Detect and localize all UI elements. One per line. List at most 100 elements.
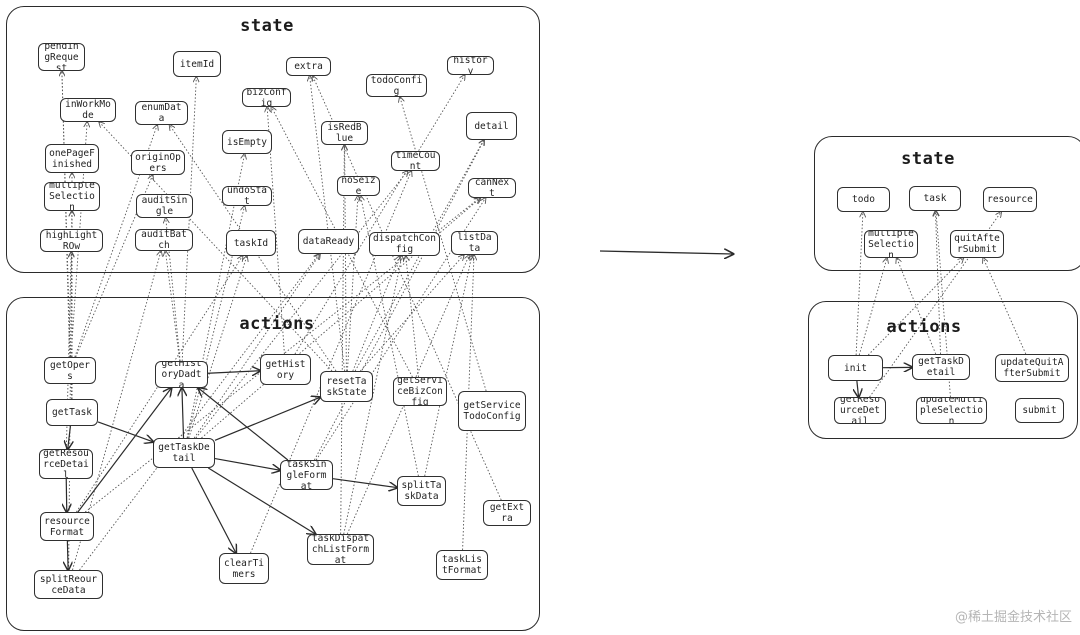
node-right-task: task bbox=[909, 186, 961, 211]
node-onePageFinished: onePageFinished bbox=[45, 144, 99, 173]
edge-getTaskDetail-dataReady bbox=[193, 254, 320, 439]
node-noSeize: noSeize bbox=[337, 176, 380, 196]
edge-clearTimers-timeCount bbox=[250, 171, 412, 554]
node-right-todo: todo bbox=[837, 187, 890, 212]
node-canNext: canNext bbox=[468, 178, 516, 198]
edge-splitReourceData-dataReady bbox=[79, 254, 319, 571]
node-listData: listData bbox=[451, 231, 498, 255]
node-getTaskDetail: getTaskDetail bbox=[153, 438, 215, 468]
transition-arrow bbox=[599, 251, 733, 254]
watermark: @稀土掘金技术社区 bbox=[954, 610, 1072, 625]
node-taskListFormat: taskListFormat bbox=[436, 550, 488, 580]
node-itemId: itemId bbox=[173, 51, 221, 77]
edge-getHistoryData-auditBatch bbox=[165, 251, 181, 362]
edge-getTaskDetail-taskId bbox=[188, 256, 247, 439]
edge-r-init-r-multipleSelection bbox=[858, 258, 887, 356]
node-bizConfig: bizConfig bbox=[242, 88, 291, 107]
node-getHistoryData: getHistoryDadta bbox=[155, 361, 208, 388]
edge-r-updateQuitAfterSubmit-r-quitAfterSubmit bbox=[983, 258, 1027, 355]
edge-getServiceBizConfig-dispatchConfig bbox=[406, 256, 419, 378]
call-edges bbox=[66, 367, 912, 570]
node-extra: extra bbox=[286, 57, 331, 76]
node-todoConfig: todoConfig bbox=[366, 74, 427, 97]
node-highLightROw: highLightROw bbox=[40, 229, 103, 252]
node-splitTaskData: splitTaskData bbox=[397, 476, 446, 506]
node-dispatchConfig: dispatchConfig bbox=[369, 232, 440, 256]
node-getExtra: getExtra bbox=[483, 500, 531, 526]
node-right-updateQuitAfterSubmit: updateQuitAfterSubmit bbox=[995, 354, 1069, 382]
edge-getTaskDetail-taskDispatchListFormat bbox=[208, 467, 315, 534]
edge-getTask-getTaskDetail bbox=[97, 421, 153, 442]
edge-r-init-r-todo bbox=[855, 212, 863, 356]
node-originOpers: originOpers bbox=[131, 150, 185, 175]
edge-splitTaskData-listData bbox=[424, 255, 472, 477]
edge-r-updateMultipleSelection-r-task bbox=[936, 211, 951, 398]
edge-r-init-r-quitAfterSubmit bbox=[867, 258, 963, 356]
node-isEmpty: isEmpty bbox=[222, 130, 272, 154]
node-right-multipleSelection: multipleSelection bbox=[864, 230, 918, 258]
node-getServiceBizConfig: getServiceBizConfig bbox=[393, 377, 447, 406]
edge-getOpers-enumData bbox=[74, 125, 157, 358]
node-right-getResourceDetail: getResourceDetail bbox=[834, 397, 886, 424]
node-getTask: getTask bbox=[46, 399, 98, 426]
node-multipleSelection: multipleSelection bbox=[44, 182, 100, 211]
node-enumData: enumData bbox=[135, 101, 188, 125]
edge-getTaskDetail-resetTaskState bbox=[214, 397, 320, 441]
edge-getTask-getResourceDetail bbox=[68, 425, 71, 449]
edge-resetTaskState-noSeize bbox=[346, 196, 357, 372]
node-resourceFormat: resourceFormat bbox=[40, 512, 94, 541]
right-state-panel bbox=[814, 136, 1080, 271]
edge-resourceFormat-splitReourceData bbox=[67, 540, 68, 570]
edge-getTaskDetail-getHistoryData bbox=[182, 388, 184, 439]
refactor-arrow bbox=[599, 251, 733, 254]
node-taskSingleFormat: taskSingleFormat bbox=[280, 460, 333, 490]
node-undoStat: undoStat bbox=[222, 186, 272, 206]
right-actions-title: actions bbox=[886, 317, 962, 337]
node-right-init: init bbox=[828, 355, 883, 381]
edge-r-getTaskDetail-r-task bbox=[935, 211, 941, 355]
edge-getTaskDetail-clearTimers bbox=[191, 467, 236, 553]
edge-resourceFormat-getHistoryData bbox=[77, 388, 171, 513]
edge-getResourceDetail-resourceFormat bbox=[66, 478, 67, 512]
node-clearTimers: clearTimers bbox=[219, 553, 269, 584]
node-inWorkMode: inWorkMode bbox=[60, 98, 116, 122]
node-taskId: taskId bbox=[226, 230, 276, 256]
edge-getHistory-bizConfig bbox=[267, 107, 285, 355]
right-actions-panel bbox=[808, 301, 1078, 439]
node-isRedBlue: isRedBlue bbox=[321, 121, 368, 145]
node-right-quitAfterSubmit: quitAfterSubmit bbox=[950, 230, 1004, 258]
edge-taskSingleFormat-detail bbox=[314, 140, 484, 461]
left-actions-panel bbox=[6, 297, 540, 631]
edge-getHistoryData-getHistory bbox=[207, 371, 260, 374]
node-detail: detail bbox=[466, 112, 517, 140]
edge-getTaskDetail-undoStat bbox=[187, 206, 245, 439]
edge-getTaskDetail-timeCount bbox=[195, 171, 408, 439]
edge-r-init-r-getResourceDetail bbox=[857, 380, 859, 397]
edge-getTask-pendingRequest bbox=[62, 71, 73, 400]
left-state-title: state bbox=[240, 16, 294, 36]
node-auditBatch: auditBatch bbox=[135, 229, 193, 251]
node-getOpers: getOpers bbox=[44, 357, 96, 384]
edge-resetTaskState-isRedBlue bbox=[345, 145, 347, 372]
node-splitReourceData: splitReourceData bbox=[34, 570, 103, 599]
edge-resetTaskState-extra bbox=[310, 76, 346, 372]
node-dataReady: dataReady bbox=[298, 229, 359, 254]
node-auditSingle: auditSingle bbox=[136, 194, 193, 218]
edge-splitReourceData-auditBatch bbox=[72, 251, 161, 571]
left-state-panel bbox=[6, 6, 540, 273]
node-history: history bbox=[447, 56, 494, 75]
edge-getTaskDetail-isEmpty bbox=[186, 154, 245, 439]
node-right-submit: submit bbox=[1015, 398, 1064, 423]
right-state-title: state bbox=[901, 149, 955, 169]
node-timeCount: timeCount bbox=[391, 151, 440, 171]
node-right-getTaskDetail: getTaskDetail bbox=[912, 354, 970, 380]
left-actions-title: actions bbox=[239, 314, 315, 334]
node-getResourceDetail: getResourceDetail bbox=[39, 449, 93, 479]
node-getHistory: getHistory bbox=[260, 354, 311, 385]
edge-getTaskDetail-taskSingleFormat bbox=[214, 457, 280, 471]
node-right-resource: resource bbox=[983, 187, 1037, 212]
node-taskDispatchListFormat: taskDispatchListFormat bbox=[307, 534, 374, 565]
node-right-updateMultipleSelection: updateMultipleSelection bbox=[916, 397, 987, 424]
edge-taskSingleFormat-splitTaskData bbox=[332, 478, 397, 488]
